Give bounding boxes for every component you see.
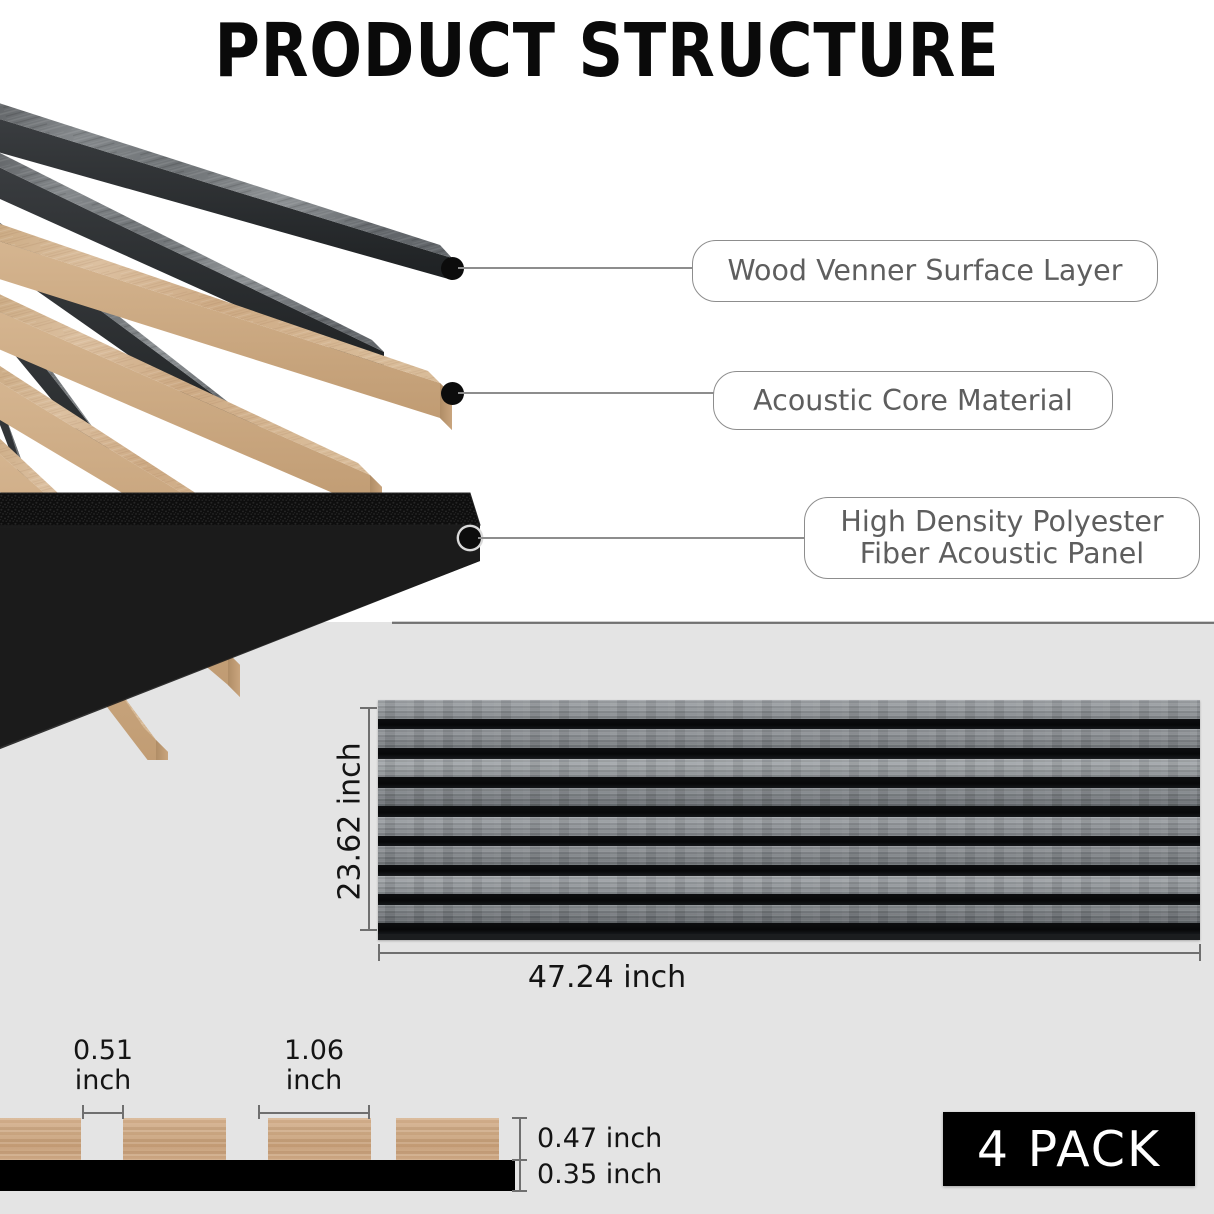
panel-slat — [378, 817, 1200, 836]
dimension-label-gap: 0.51 inch — [72, 1035, 134, 1096]
dimension-label-slat-height: 0.47 inch — [537, 1123, 663, 1154]
dimension-line-slat-width — [258, 1112, 370, 1114]
dimension-tick-base-height-top — [512, 1159, 527, 1161]
dimension-tick-height-bottom — [360, 929, 377, 931]
callout-dot-acoustic-core — [441, 382, 464, 405]
dimension-tick-height-top — [360, 707, 377, 709]
callout-leader-wood-veneer — [458, 267, 694, 269]
panel-slat — [378, 729, 1200, 748]
core-slat — [0, 223, 452, 430]
dimension-tick-width-left — [378, 944, 380, 961]
dimension-line-width — [378, 952, 1200, 954]
panel-groove — [378, 923, 1200, 934]
panel-slat — [378, 758, 1200, 778]
panel-slat — [378, 846, 1200, 865]
panel-groove — [378, 835, 1200, 847]
page-title: PRODUCT STRUCTURE — [214, 8, 1000, 94]
panel-slat — [378, 787, 1200, 807]
cross-section-base — [0, 1160, 515, 1191]
callout-leader-acoustic-core — [458, 392, 714, 394]
panel-groove — [378, 718, 1200, 730]
dimension-tick-slat-width-right — [368, 1105, 370, 1119]
callout-dot-wood-veneer — [441, 257, 464, 280]
polyester-fiber-panel — [0, 492, 481, 750]
dimension-line-slat-height — [519, 1118, 521, 1160]
dimension-tick-width-right — [1199, 944, 1201, 961]
dimension-tick-gap-right — [122, 1105, 124, 1119]
cross-section-slat — [268, 1118, 371, 1160]
callout-dot-polyester-panel — [459, 527, 481, 549]
section-divider — [392, 621, 1214, 624]
dimension-tick-slat-width-left — [258, 1105, 260, 1119]
panel-photo-frame — [378, 700, 1200, 940]
pack-count-badge: 4 PACK — [943, 1112, 1195, 1186]
dimension-tick-base-height-bottom — [512, 1190, 527, 1192]
cross-section-slat — [396, 1118, 499, 1160]
veneer-strip — [0, 103, 452, 280]
callout-leader-polyester-panel — [478, 537, 805, 539]
panel-slat — [378, 700, 1200, 719]
dimension-label-base-height: 0.35 inch — [537, 1159, 663, 1190]
callout-acoustic-core-material: Acoustic Core Material — [713, 371, 1113, 430]
cross-section-slat — [0, 1118, 81, 1160]
panel-groove — [378, 777, 1200, 788]
panel-slat — [378, 875, 1200, 895]
dimension-label-height: 23.62 inch — [332, 742, 368, 901]
exploded-product-diagram — [0, 103, 481, 760]
dimension-line-gap — [82, 1112, 124, 1114]
dimension-tick-gap-left — [82, 1105, 84, 1119]
callout-wood-veneer-surface-layer: Wood Venner Surface Layer — [692, 240, 1158, 302]
panel-groove — [378, 747, 1200, 759]
cross-section-slat — [123, 1118, 226, 1160]
panel-slat — [378, 904, 1200, 924]
dimension-label-slat-width: 1.06 inch — [283, 1035, 345, 1096]
dimension-label-width: 47.24 inch — [527, 960, 687, 995]
callout-high-density-polyester-fiber-acoustic-panel: High Density Polyester Fiber Acoustic Pa… — [804, 497, 1200, 579]
core-slat — [0, 294, 382, 521]
panel-groove — [378, 864, 1200, 876]
dimension-line-base-height — [519, 1160, 521, 1191]
veneer-strip — [0, 153, 384, 372]
panel-photo — [378, 700, 1200, 940]
panel-groove — [378, 894, 1200, 905]
dimension-tick-slat-height-top — [512, 1117, 527, 1119]
panel-groove — [378, 806, 1200, 817]
dimension-line-height — [368, 708, 370, 930]
